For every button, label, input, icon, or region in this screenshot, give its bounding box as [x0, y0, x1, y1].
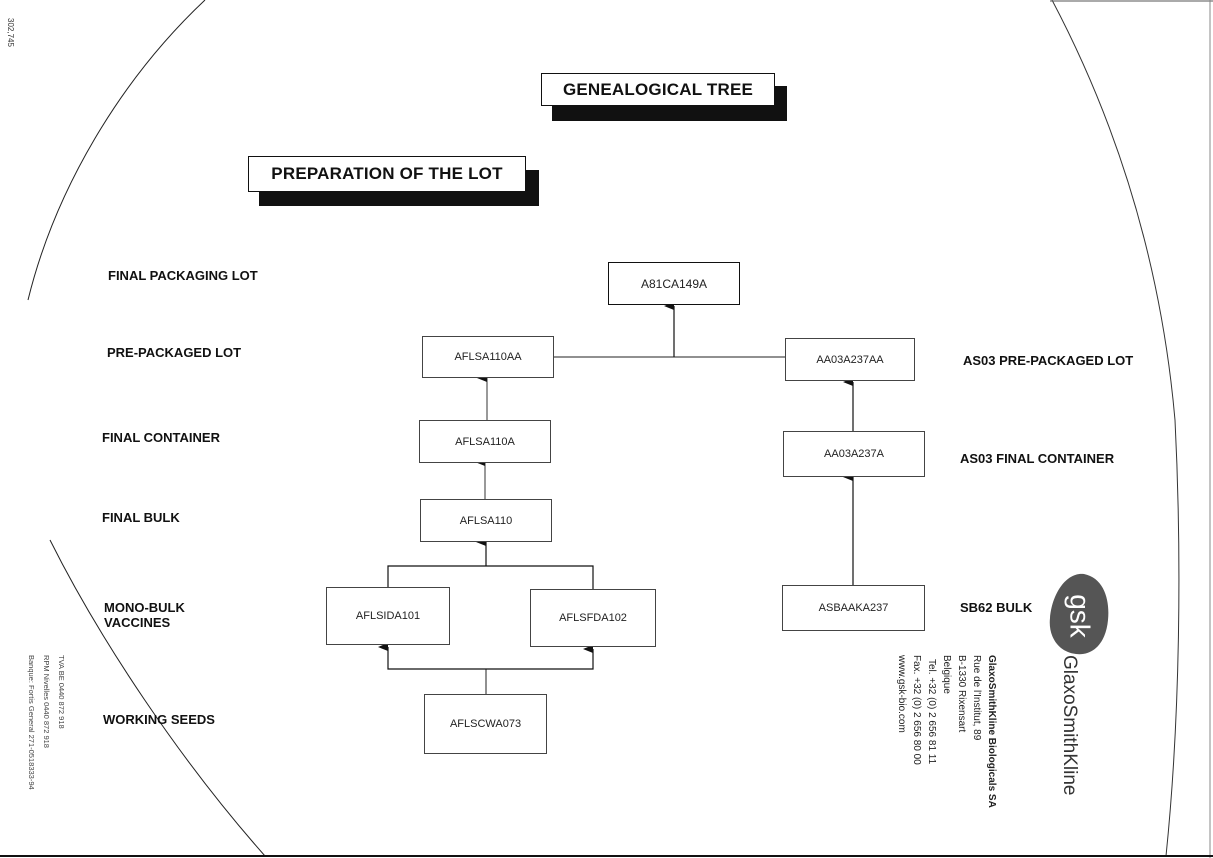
arrow-to-aflsfda102 — [486, 645, 594, 670]
node-as03-pre-packaged: AA03A237AA — [785, 338, 915, 381]
fax-line: Fax. +32 (0) 2 656 80 00 — [911, 655, 922, 765]
level-mono-bulk-vaccines: MONO-BULK VACCINES — [104, 600, 185, 630]
brand-name: GlaxoSmithKline — [1059, 655, 1080, 796]
level-as03-pre-packaged-lot: AS03 PRE-PACKAGED LOT — [963, 353, 1134, 368]
legal-info: TVA BE 0440 872 918 RPM Nivelles 0440 87… — [24, 655, 69, 790]
level-as03-final-container: AS03 FINAL CONTAINER — [960, 451, 1115, 466]
level-working-seeds: WORKING SEEDS — [103, 712, 215, 727]
level-pre-packaged-lot: PRE-PACKAGED LOT — [107, 345, 242, 360]
level-final-packaging-lot: FINAL PACKAGING LOT — [108, 268, 258, 283]
arrow-to-aflsida101 — [378, 643, 486, 670]
node-as03-final-container: AA03A237A — [783, 431, 925, 477]
level-final-bulk: FINAL BULK — [102, 510, 180, 525]
company-name: GlaxoSmithKline Biologicals SA — [986, 655, 997, 808]
node-final-packaging: A81CA149A — [608, 262, 740, 305]
node-mono-bulk-1: AFLSIDA101 — [326, 587, 450, 645]
level-sb62-bulk: SB62 BULK — [960, 600, 1033, 615]
section-title: PREPARATION OF THE LOT — [248, 156, 526, 192]
node-pre-packaged: AFLSA110AA — [422, 336, 554, 378]
left-lower-arc-line — [49, 539, 266, 857]
node-final-bulk: AFLSA110 — [420, 499, 552, 542]
address-line: Rue de l'Institut, 89 — [971, 655, 982, 741]
address-line: B-1330 Rixensart — [956, 655, 967, 733]
address-line: Belgique — [941, 655, 952, 694]
node-working-seed: AFLSCWA073 — [424, 694, 547, 754]
left-arc-line — [27, 0, 206, 301]
node-final-container: AFLSA110A — [419, 420, 551, 463]
company-address: GlaxoSmithKline Biologicals SA Rue de l'… — [894, 655, 999, 808]
connector-mono-bulk-merge — [387, 565, 594, 589]
website-line: www.gsk-bio.com — [896, 655, 907, 733]
main-title: GENEALOGICAL TREE — [541, 73, 775, 106]
gsk-logo-icon: gsk — [1049, 573, 1109, 655]
page-reference: 302,745 — [6, 18, 15, 47]
legal-line: TVA BE 0440 872 918 — [57, 655, 66, 729]
legal-line: RPM Nivelles 0440 872 918 — [42, 655, 51, 748]
node-sb62-bulk: ASBAAKA237 — [782, 585, 925, 631]
level-final-container: FINAL CONTAINER — [102, 430, 220, 445]
legal-line: Banque: Fortis General 271-0518333-94 — [27, 655, 36, 790]
node-mono-bulk-2: AFLSFDA102 — [530, 589, 656, 647]
phone-line: Tel. +32 (0) 2 656 81 11 — [926, 659, 937, 765]
right-arc-line — [1051, 0, 1180, 857]
gsk-logo-text: gsk — [1065, 594, 1096, 639]
